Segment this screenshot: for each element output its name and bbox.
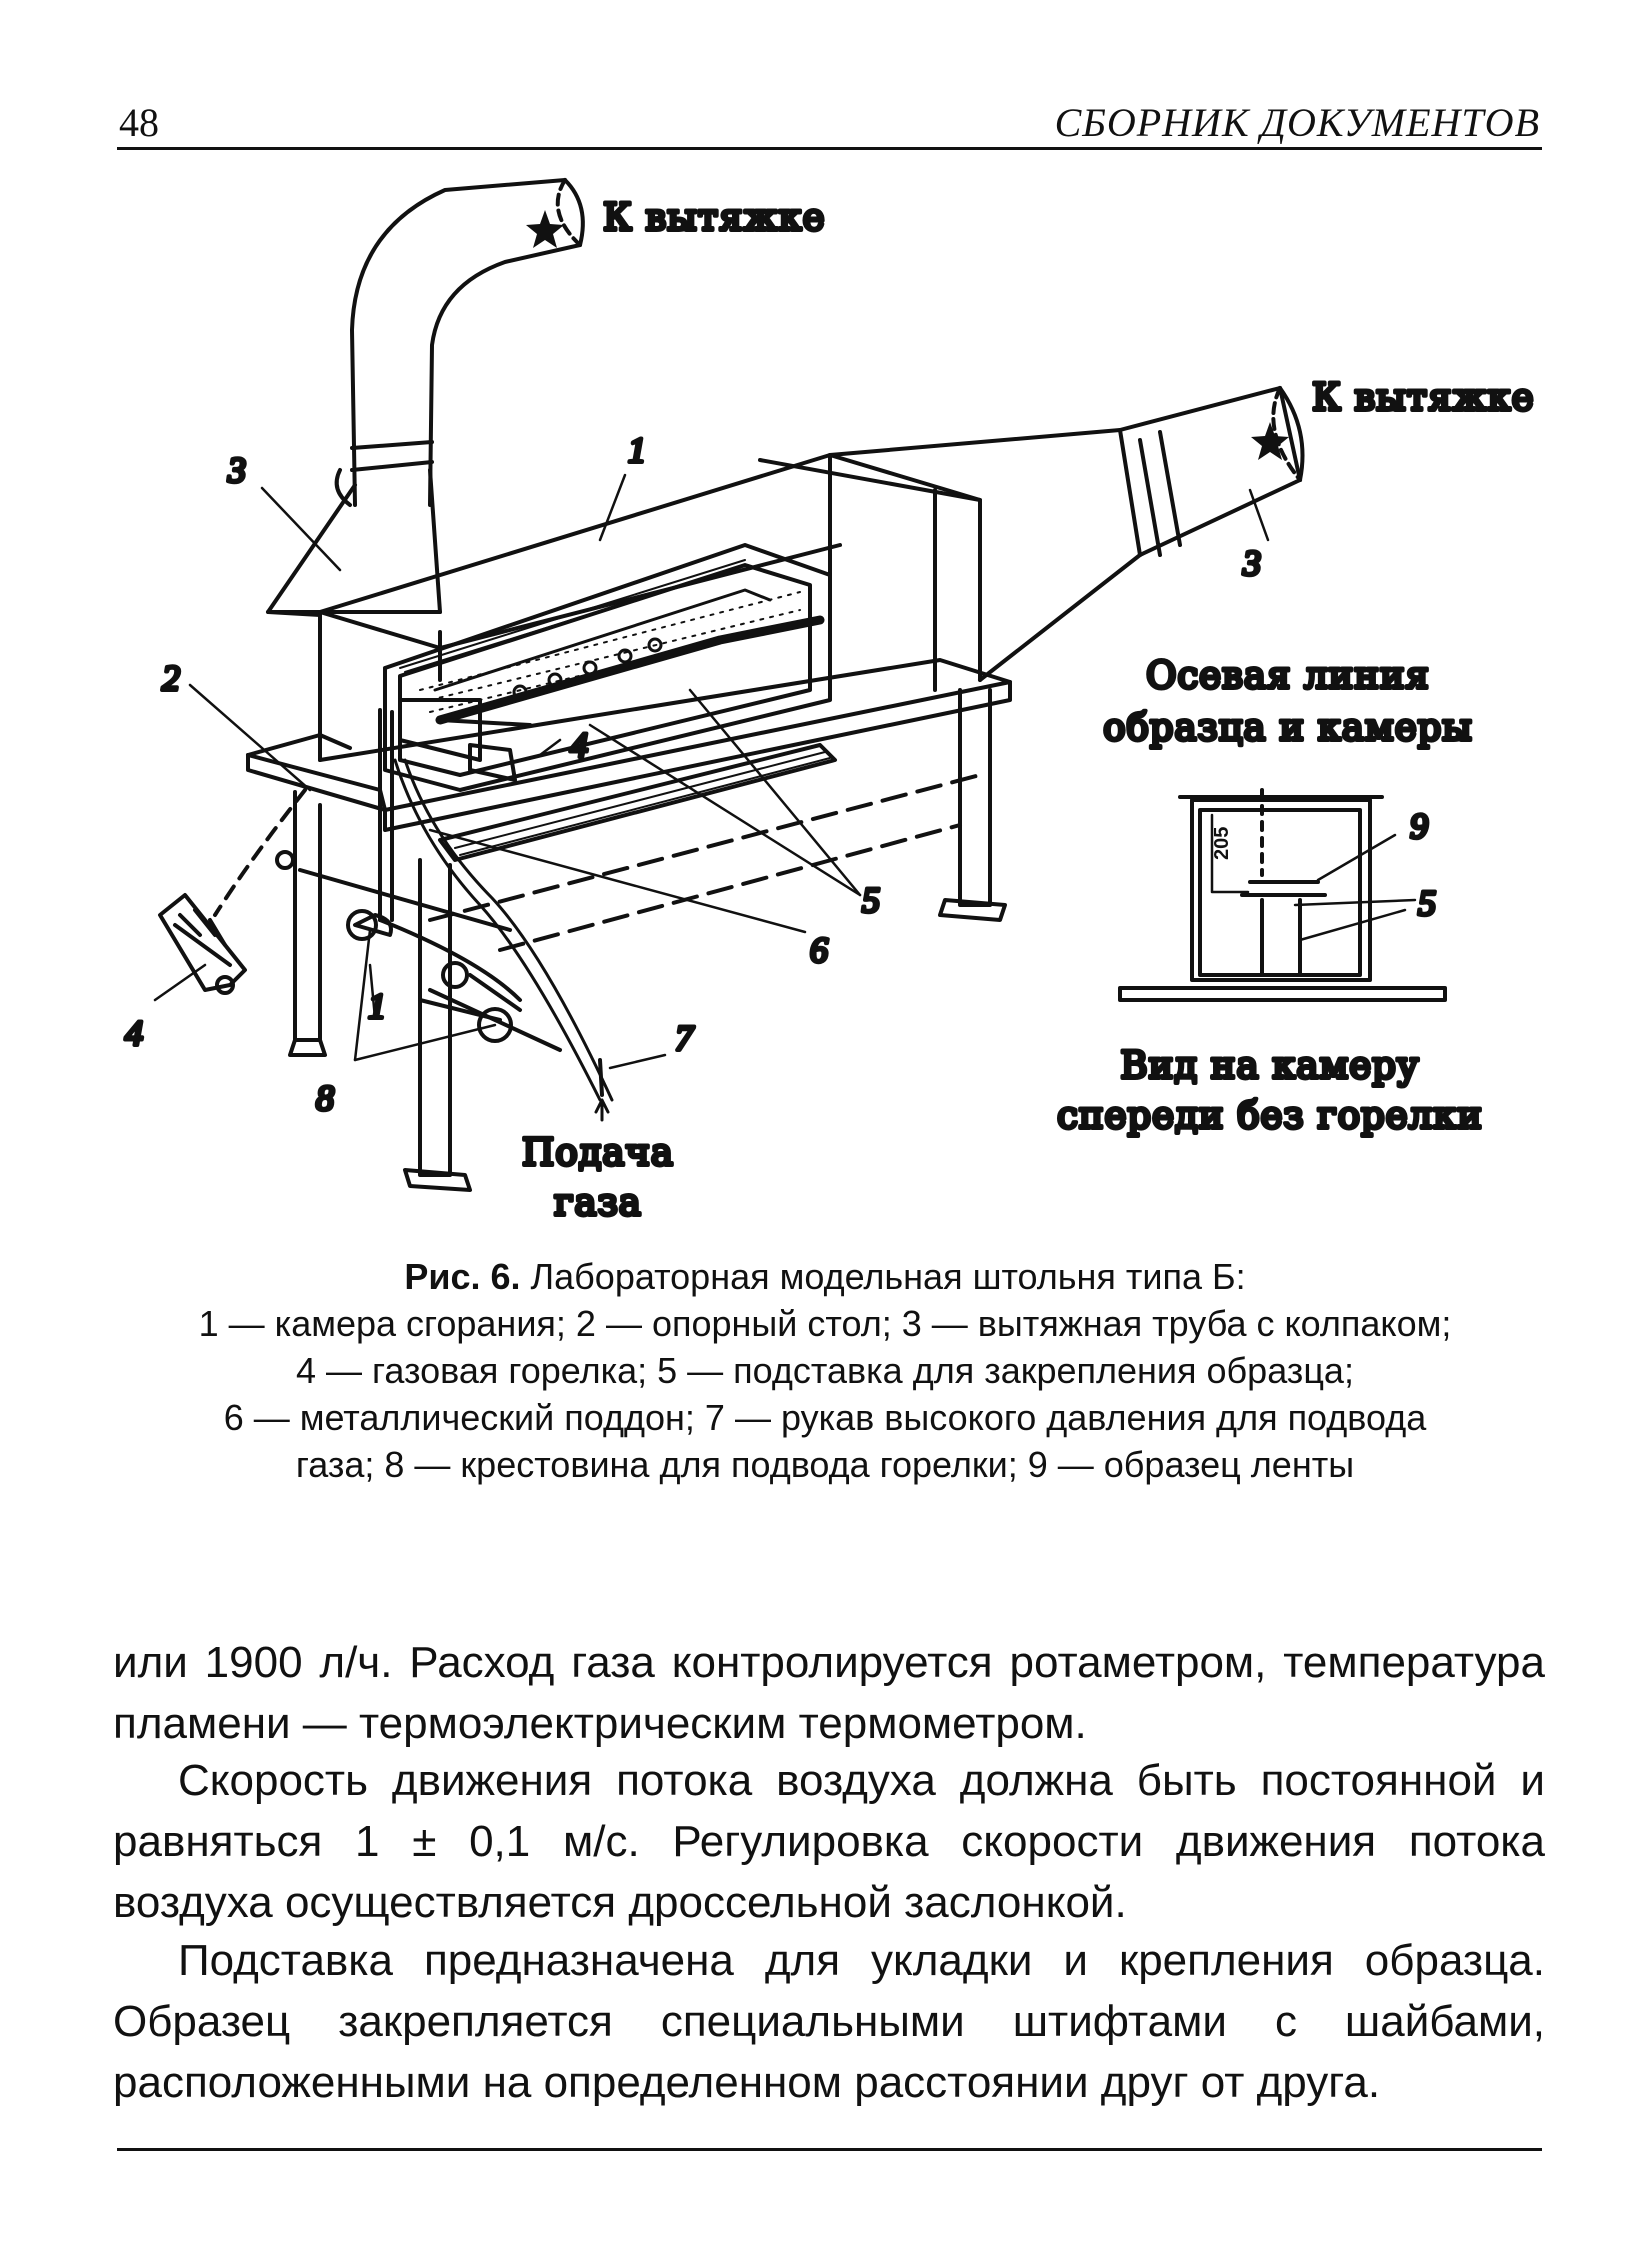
callout-5: 5 — [862, 880, 880, 920]
burner-assembly — [275, 698, 614, 1102]
caption-line-3: 4 — газовая горелка; 5 — подставка для з… — [296, 1350, 1354, 1391]
caption-line-2: 1 — камера сгорания; 2 — опорный стол; 3… — [198, 1303, 1452, 1344]
label-exhaust-right: К вытяжке — [1312, 376, 1535, 419]
support-table — [246, 658, 1012, 1192]
flow-star-markers — [526, 210, 1289, 460]
callout-1-top: 1 — [628, 430, 646, 470]
label-axis-line1: Осевая линия — [1146, 654, 1430, 697]
exhaust-cone-right — [828, 386, 1305, 682]
label-gas-feed1: Подача — [522, 1131, 674, 1174]
callout-1-bottom: 1 — [368, 986, 386, 1026]
caption-line-4: 6 — металлический поддон; 7 — рукав высо… — [223, 1397, 1427, 1438]
label-gas-feed2: газа — [554, 1181, 642, 1224]
footer-rule — [117, 2148, 1542, 2151]
body-paragraph-2: Скорость движения потока воздуха должна … — [113, 1756, 1545, 1927]
body-paragraph-3: Подставка предназначена для укладки и кр… — [113, 1936, 1545, 2107]
label-front-view2: спереди без горелки — [1057, 1094, 1483, 1137]
leader-lines — [153, 473, 1270, 1070]
callout-5-inset: 5 — [1418, 883, 1436, 923]
running-title: СБОРНИК ДОКУМЕНТОВ — [1054, 100, 1540, 145]
gas-hose — [594, 1058, 610, 1122]
label-front-view1: Вид на камеру — [1120, 1044, 1419, 1087]
burner-detail-left — [158, 788, 307, 995]
label-axis-line2: образца и камеры — [1103, 706, 1473, 749]
caption-figure-label: Рис. 6. — [404, 1256, 521, 1297]
caption-title: Лабораторная модельная штольня типа Б: — [520, 1256, 1246, 1297]
figure-drawing: К вытяжке К вытяжке Осевая линия образца… — [123, 178, 1536, 1226]
dimension-label: 205 — [1211, 827, 1233, 860]
callout-3-left: 3 — [227, 450, 246, 490]
label-exhaust-top: К вытяжке — [603, 196, 826, 239]
exhaust-hood-left — [266, 468, 442, 617]
callout-2: 2 — [162, 658, 180, 698]
callout-4-left: 4 — [125, 1013, 143, 1053]
callout-6: 6 — [810, 930, 828, 970]
combustion-chamber — [318, 453, 982, 862]
page-number: 48 — [119, 100, 159, 145]
callout-3-right: 3 — [1242, 543, 1261, 583]
callout-4-burner: 4 — [570, 725, 588, 765]
exhaust-pipe-top — [334, 178, 585, 507]
callout-8: 8 — [316, 1078, 334, 1118]
callout-7: 7 — [675, 1018, 695, 1058]
figure-caption: Рис. 6. Лабораторная модельная штольня т… — [110, 1253, 1540, 1488]
callout-9: 9 — [1410, 806, 1428, 846]
header-rule — [117, 147, 1542, 150]
body-paragraph-1: или 1900 л/ч. Расход газа контролируется… — [113, 1638, 1545, 1748]
caption-line-5: газа; 8 — крестовина для подвода горелки… — [295, 1444, 1355, 1485]
inset-front-view — [1118, 788, 1447, 1002]
